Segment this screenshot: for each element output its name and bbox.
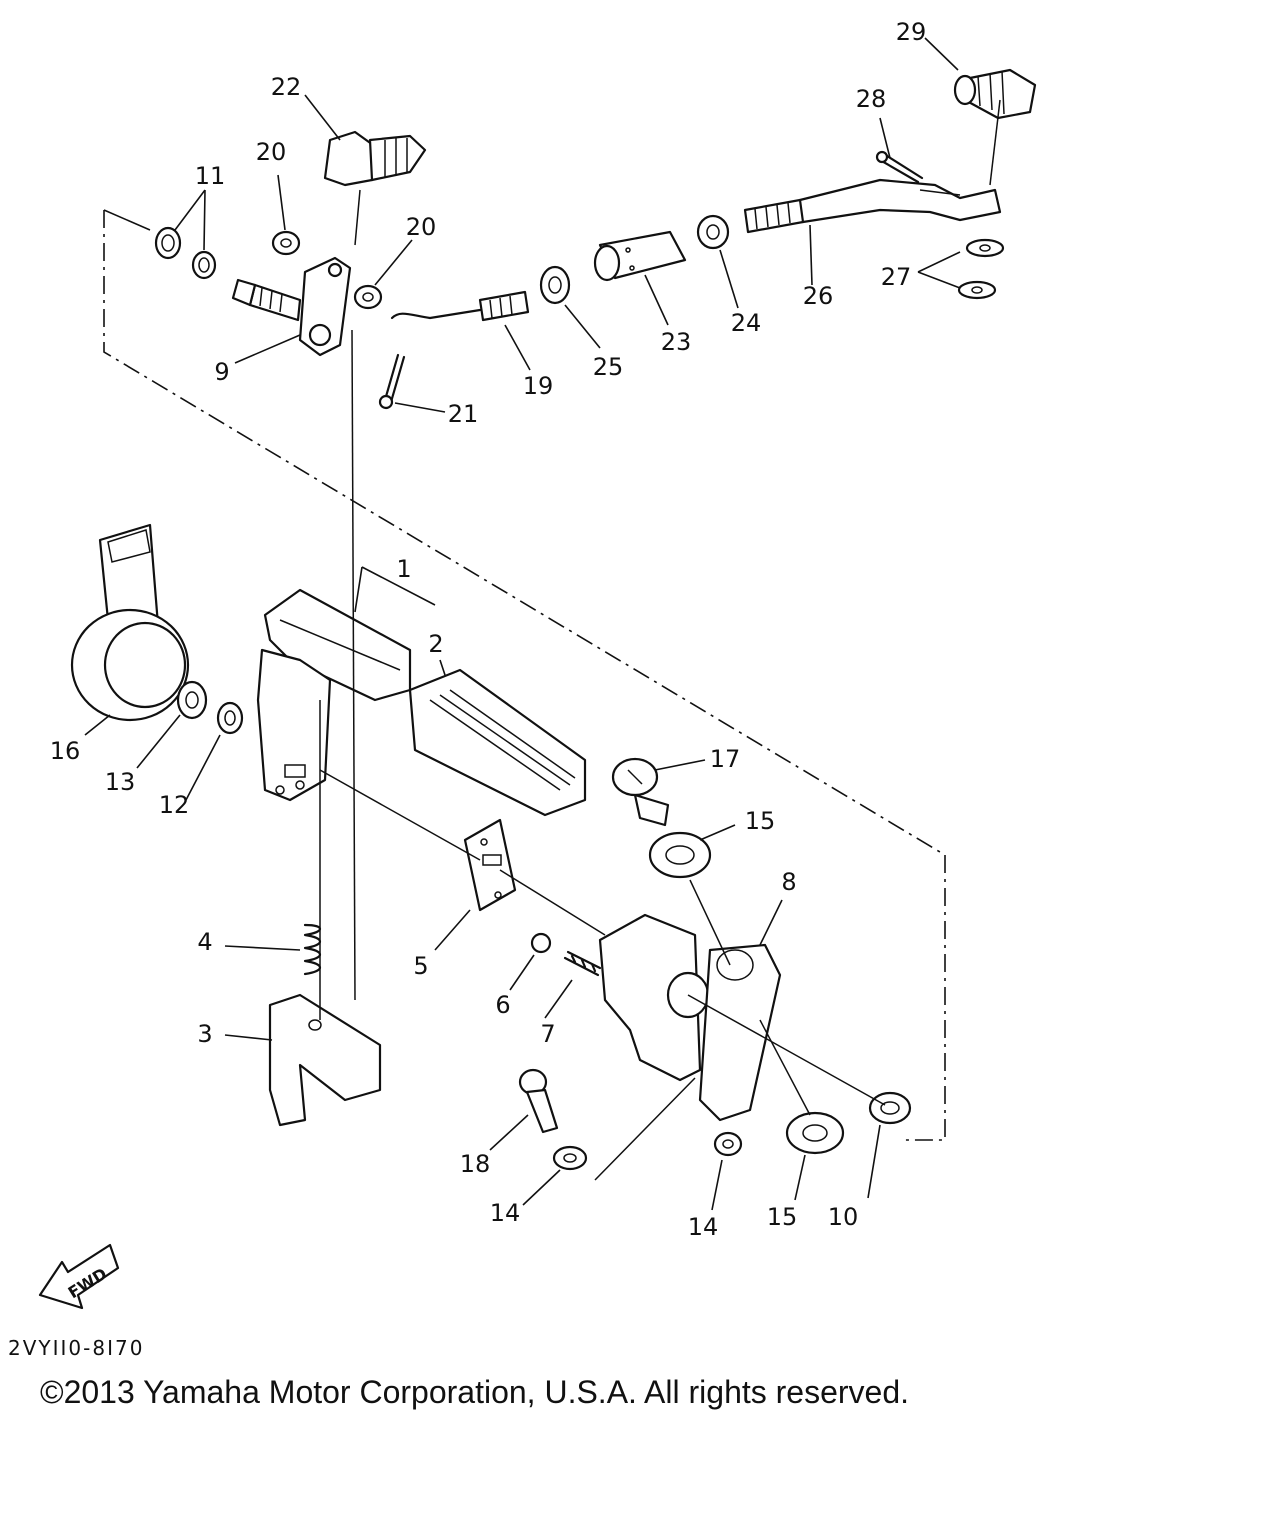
part-label-15b: 15 xyxy=(767,1203,798,1231)
part-6-ball xyxy=(530,932,552,954)
copyright-notice: ©2013 Yamaha Motor Corporation, U.S.A. A… xyxy=(40,1374,910,1410)
part-label-20a: 20 xyxy=(256,138,287,166)
part-label-18: 18 xyxy=(460,1150,491,1178)
part-11-washers xyxy=(154,226,217,280)
part-18-screw xyxy=(518,1068,559,1134)
part-15-washer-lower xyxy=(785,1111,845,1155)
part-label-22: 22 xyxy=(271,73,302,101)
part-label-14a: 14 xyxy=(490,1199,521,1227)
part-13-bushing xyxy=(176,680,208,720)
part-10-washer xyxy=(868,1091,912,1125)
part-26-rod xyxy=(743,178,1002,234)
part-8-bracket xyxy=(598,913,782,1122)
part-label-2: 2 xyxy=(428,630,443,658)
part-label-17: 17 xyxy=(710,745,741,773)
part-label-24: 24 xyxy=(731,309,762,337)
part-3-lock-lever xyxy=(268,993,382,1127)
part-22-boot xyxy=(323,130,427,187)
part-label-21: 21 xyxy=(448,400,479,428)
exploded-parts-diagram: 1 2 3 4 5 6 7 8 9 10 11 12 13 14 14 15 1… xyxy=(38,18,1037,1310)
part-16-grip xyxy=(70,523,190,722)
part-label-28: 28 xyxy=(856,85,887,113)
part-label-7: 7 xyxy=(540,1020,555,1048)
frame-bracket-top xyxy=(103,209,151,231)
part-9-lever xyxy=(231,256,352,357)
part-21-cotter-pin xyxy=(378,353,406,410)
part-label-29: 29 xyxy=(896,18,927,46)
part-label-15a: 15 xyxy=(745,807,776,835)
part-7-spring xyxy=(563,950,602,977)
part-label-13: 13 xyxy=(105,768,136,796)
part-2-grip xyxy=(408,668,587,817)
part-4-spring xyxy=(303,923,322,976)
part-17-screw xyxy=(611,757,670,827)
part-27-washers xyxy=(957,238,1005,300)
part-label-8: 8 xyxy=(781,868,796,896)
part-label-1: 1 xyxy=(396,555,411,583)
assembly-frame-line xyxy=(103,210,946,1141)
part-label-27: 27 xyxy=(881,263,912,291)
part-29-boot xyxy=(953,68,1037,120)
part-label-4: 4 xyxy=(197,928,212,956)
part-14-washers xyxy=(552,1131,743,1171)
part-label-14b: 14 xyxy=(688,1213,719,1241)
part-28-cotter-pin xyxy=(875,150,924,184)
part-labels: 1 2 3 4 5 6 7 8 9 10 11 12 13 14 14 15 1… xyxy=(50,18,927,1241)
part-label-25: 25 xyxy=(593,353,624,381)
part-label-23: 23 xyxy=(661,328,692,356)
part-label-26: 26 xyxy=(803,282,834,310)
drawing-code: 2VYII0-8I70 xyxy=(8,1336,145,1360)
part-5-plate xyxy=(463,818,517,912)
fwd-arrow-icon: FWD xyxy=(38,1243,120,1310)
part-label-5: 5 xyxy=(413,952,428,980)
assembly-guide-lines xyxy=(319,99,1001,1181)
part-label-6: 6 xyxy=(495,991,510,1019)
part-label-16: 16 xyxy=(50,737,81,765)
part-20-washers xyxy=(271,230,383,310)
part-label-3: 3 xyxy=(197,1020,212,1048)
part-label-10: 10 xyxy=(828,1203,859,1231)
part-23-sleeve xyxy=(593,230,687,282)
part-label-19: 19 xyxy=(523,372,554,400)
part-1-handle xyxy=(256,588,412,802)
part-label-11: 11 xyxy=(195,162,226,190)
part-12-washer xyxy=(216,701,244,735)
part-label-9: 9 xyxy=(214,358,229,386)
part-19-rod xyxy=(390,290,530,322)
part-label-12: 12 xyxy=(159,791,190,819)
part-15-washer-upper xyxy=(648,831,712,879)
part-24-nut xyxy=(696,214,730,250)
part-25-nut xyxy=(539,265,571,305)
leader-lines xyxy=(84,37,961,1211)
part-label-20b: 20 xyxy=(406,213,437,241)
